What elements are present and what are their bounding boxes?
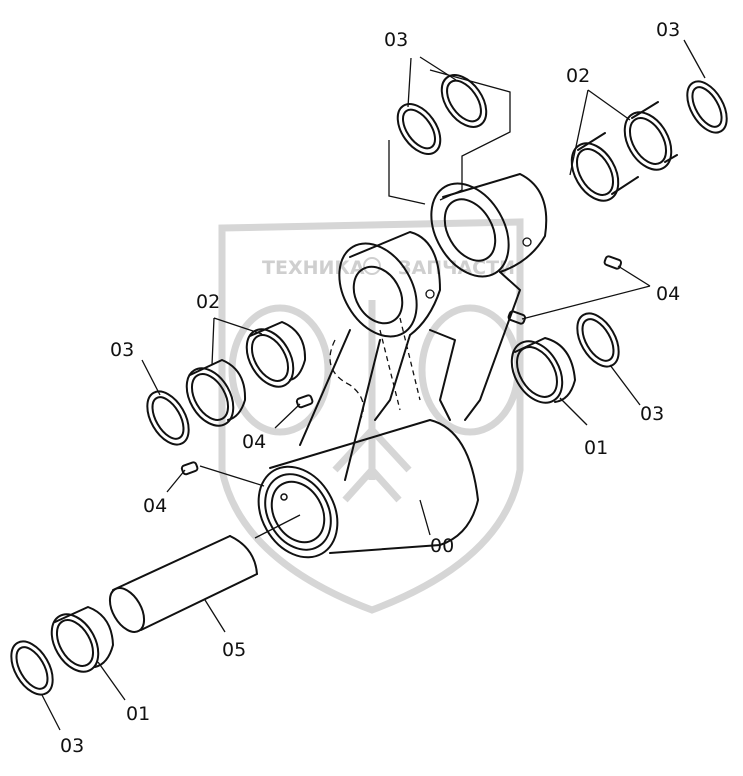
callout-01-bottom: 01: [126, 703, 150, 725]
callout-05: 05: [222, 639, 246, 661]
watermark-logo: ТЕХНИКА ЗАПЧАСТИ: [218, 218, 524, 614]
callout-03-bottom: 03: [60, 735, 84, 757]
part-01-right-bushing: [510, 337, 576, 404]
part-03-right-seal: [576, 312, 620, 368]
callout-03-top: 03: [384, 29, 408, 51]
part-02-left-bushings: [185, 321, 307, 427]
part-01-bottom-bushing: [50, 606, 114, 673]
watermark-text-left: ТЕХНИКА: [262, 257, 365, 279]
part-03-left-seal: [146, 390, 190, 446]
watermark-text-right: ЗАПЧАСТИ: [398, 257, 515, 279]
leader-lines: [41, 39, 706, 731]
part-03-bottom-seal: [10, 640, 54, 696]
part-03-top-right-seal: [686, 80, 728, 134]
callout-04-left-mid: 04: [242, 431, 266, 453]
callout-03-right: 03: [640, 403, 664, 425]
callout-01-right: 01: [584, 437, 608, 459]
callout-04-left-low: 04: [143, 495, 167, 517]
callout-04-right: 04: [656, 283, 680, 305]
watermark-emblem: [363, 257, 381, 275]
callout-03-left: 03: [110, 339, 134, 361]
part-05-pin: [108, 535, 258, 633]
callout-03-top-right: 03: [656, 19, 680, 41]
callout-02-top-right: 02: [566, 65, 590, 87]
callout-00: 00: [430, 535, 454, 557]
part-04-grease-fittings: [180, 255, 623, 476]
callout-02-left: 02: [196, 291, 220, 313]
part-00-link-arm: [257, 173, 548, 559]
part-02-top-right-bushings: [570, 101, 678, 202]
